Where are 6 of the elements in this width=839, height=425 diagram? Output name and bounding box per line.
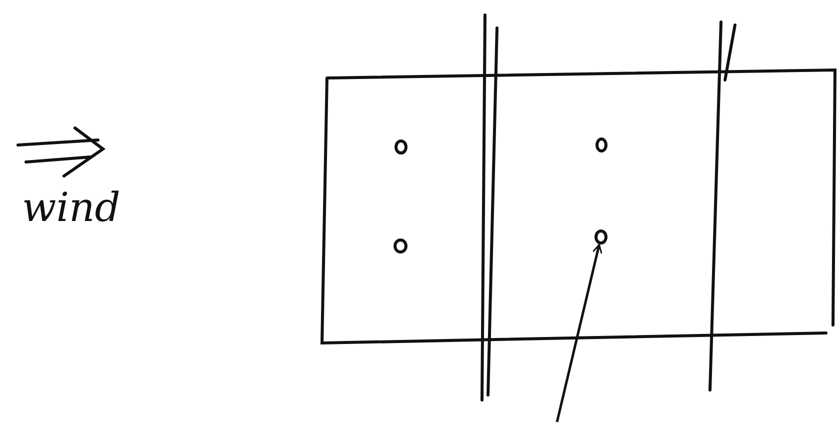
- small-circle: [394, 139, 408, 155]
- small-circle: [594, 229, 608, 245]
- leader-arrow: [556, 244, 602, 422]
- wind-label: wind: [22, 188, 120, 228]
- small-circle: [393, 238, 408, 254]
- small-circle: [595, 137, 608, 153]
